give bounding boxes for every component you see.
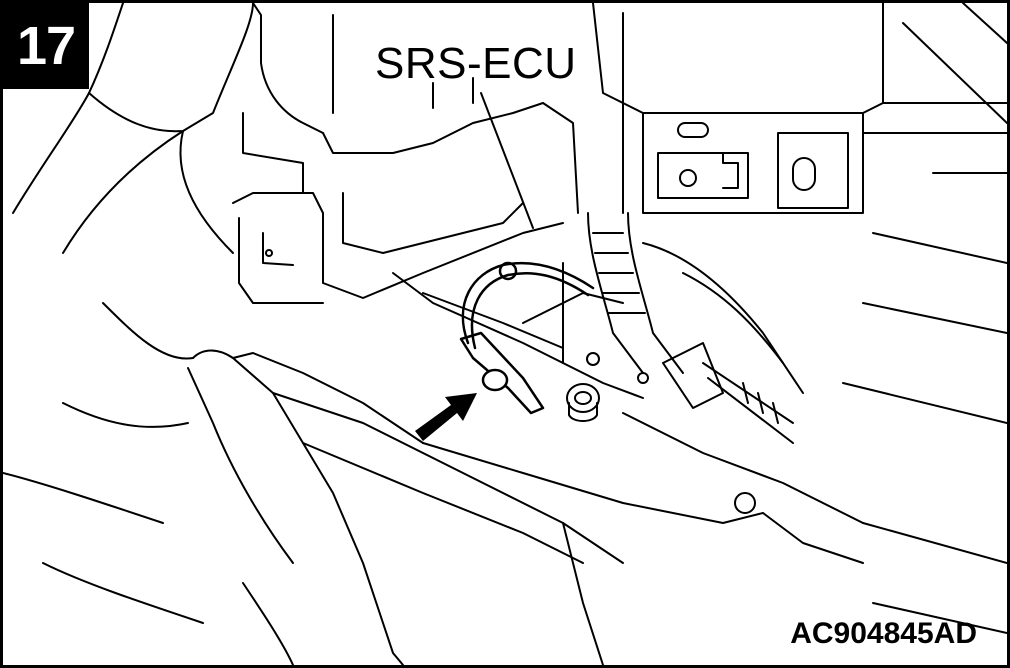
dashboard-outline	[12, 3, 624, 254]
callout-leader-line	[480, 92, 534, 229]
pointer-arrow	[415, 393, 477, 441]
figure-code: AC904845AD	[790, 617, 977, 650]
wiring-harness	[587, 212, 804, 444]
line-drawing	[3, 3, 1007, 665]
srs-ecu-label: SRS-ECU	[375, 39, 577, 88]
srs-ecu-unit	[232, 192, 649, 399]
bracket-panel	[622, 3, 1007, 424]
connector-cable	[459, 261, 595, 415]
step-number-badge: 17	[3, 3, 89, 89]
mounting-bolt	[566, 383, 600, 422]
lower-trim-panel	[3, 302, 1007, 665]
